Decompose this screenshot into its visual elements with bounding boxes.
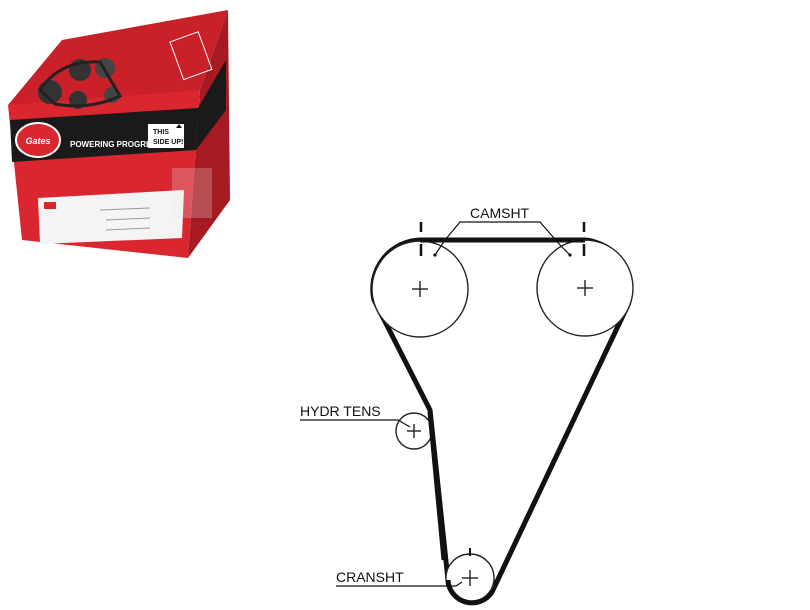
product-box-image: Gates POWERING PROGRESS™ THIS SIDE UP! (8, 10, 230, 258)
side-up-line-1: THIS (153, 129, 169, 136)
side-logo-icon (169, 31, 213, 81)
label-barcode-line (99, 207, 151, 211)
camshaft-leader-line (434, 221, 467, 256)
product-label-sticker (38, 190, 184, 244)
side-up-line-2: SIDE UP! (153, 139, 183, 146)
timing-belt-slack-span (427, 411, 447, 561)
label-barcode-line (105, 227, 151, 231)
side-panel-shadow (172, 168, 212, 218)
camshaft-leader-line (467, 221, 571, 256)
tensioner-label: HYDR TENS (300, 403, 381, 419)
timing-belt-crank-wrap (445, 579, 495, 606)
arrow-up-icon (176, 124, 182, 128)
crankshaft-leader-line (336, 581, 463, 587)
camshaft-label: CAMSHT (470, 205, 530, 221)
leader-dot-icon (433, 253, 437, 257)
box-top-face (8, 10, 228, 105)
leader-dot-icon (568, 253, 572, 257)
label-logo-icon (44, 202, 56, 209)
label-barcode-line (105, 217, 151, 221)
box-side-stripe (196, 60, 226, 150)
slogan-text: POWERING PROGRESS™ (70, 140, 170, 149)
crankshaft-label: CRANSHT (336, 569, 404, 585)
gates-logo-icon (15, 122, 61, 158)
tensioner-leader-line (300, 419, 411, 428)
brand-logo-text: Gates (25, 136, 50, 146)
belt-illustration-icon (38, 58, 123, 109)
